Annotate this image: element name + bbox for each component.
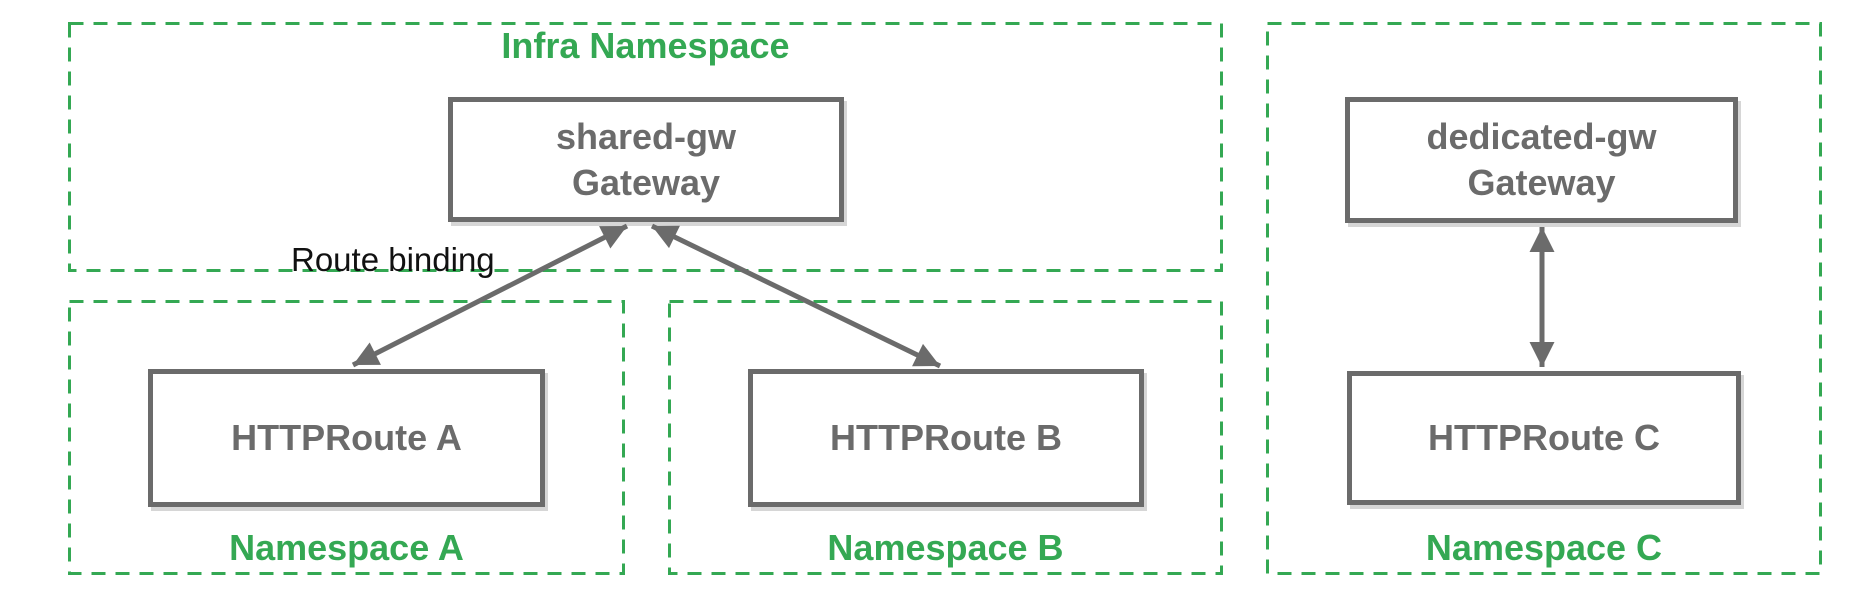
httproute-a-node: HTTPRoute A bbox=[148, 369, 545, 507]
shared-gw-name: shared-gw bbox=[555, 115, 737, 157]
dedicated-gw-gateway-node: dedicated-gw Gateway bbox=[1345, 97, 1738, 223]
httproute-b-label: HTTPRoute B bbox=[830, 417, 1062, 458]
route-binding-label: Route binding bbox=[291, 241, 495, 278]
dedicated-gw-name: dedicated-gw bbox=[1426, 116, 1657, 157]
namespace-b-label: Namespace B bbox=[827, 527, 1064, 568]
httproute-a-label: HTTPRoute A bbox=[231, 417, 462, 458]
httproute-c-node: HTTPRoute C bbox=[1347, 371, 1741, 505]
shared-gw-gateway-node: shared-gw Gateway bbox=[448, 97, 844, 222]
namespace-c-label: Namespace C bbox=[1425, 527, 1663, 568]
shared-gw-kind: Gateway bbox=[571, 161, 721, 203]
httproute-c-label: HTTPRoute C bbox=[1428, 417, 1660, 458]
namespace-a-label: Namespace A bbox=[229, 527, 464, 568]
infra-namespace-label: Infra Namespace bbox=[501, 25, 790, 66]
httproute-b-node: HTTPRoute B bbox=[748, 369, 1144, 507]
dedicated-gw-kind: Gateway bbox=[1467, 162, 1616, 203]
